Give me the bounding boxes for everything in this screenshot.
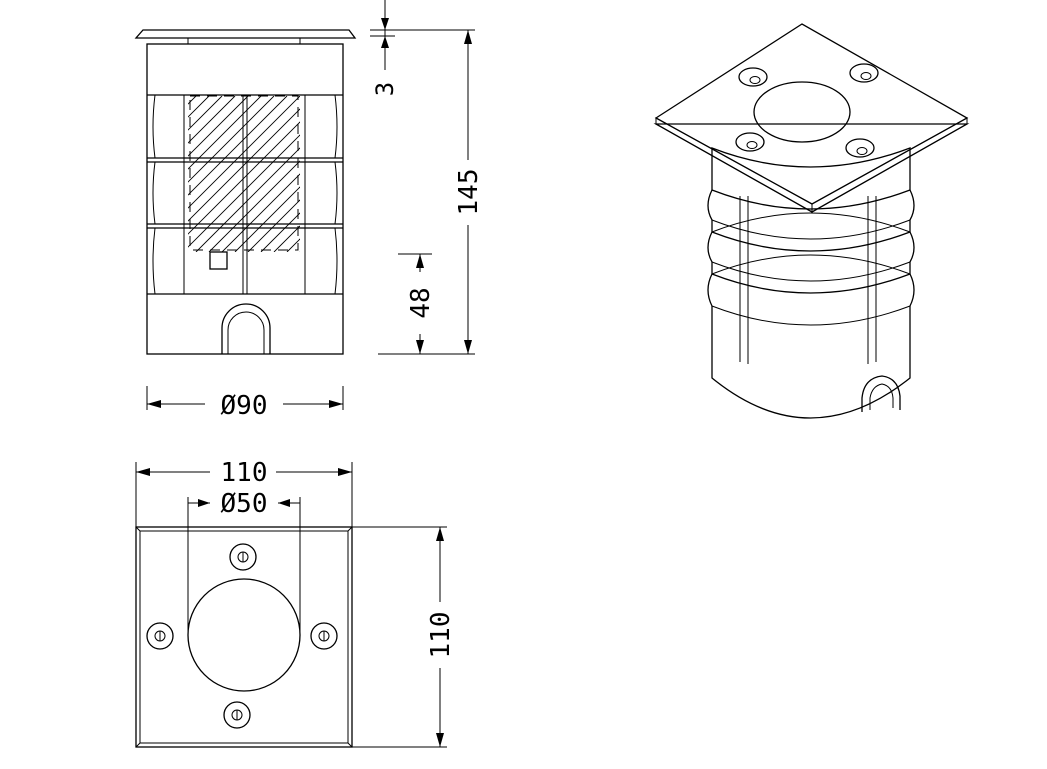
dim-total-height-label: 145 bbox=[454, 169, 484, 216]
hatch-line bbox=[188, 121, 300, 235]
hidden-lamp-outline bbox=[189, 95, 299, 251]
square-plate bbox=[135, 526, 353, 748]
side-elevation-view bbox=[0, 29, 521, 355]
hatch-line bbox=[195, 147, 300, 252]
center-cutout bbox=[187, 578, 301, 692]
dim-plate-width: 110 bbox=[135, 458, 353, 527]
iso-center-opening bbox=[753, 81, 851, 143]
hatch-line bbox=[208, 160, 300, 252]
base-cylinder bbox=[711, 306, 911, 419]
dim-total-height: 145 bbox=[378, 29, 484, 355]
cable-entry-slot bbox=[221, 303, 271, 354]
dim-body-diameter: Ø90 bbox=[146, 386, 344, 421]
screw-hole-left bbox=[146, 622, 174, 650]
hatch-line bbox=[188, 96, 262, 170]
screw-hole-right bbox=[310, 622, 338, 650]
dim-plate-depth: 110 bbox=[352, 526, 456, 748]
hatch-line bbox=[247, 199, 300, 252]
hatch-line bbox=[221, 173, 300, 252]
hatch-line bbox=[352, 96, 508, 252]
hatch-line bbox=[234, 186, 300, 252]
glass-hatching bbox=[0, 96, 521, 252]
middle-ring bbox=[707, 231, 915, 274]
dim-top-plate: 3 bbox=[370, 0, 399, 96]
hatch-line bbox=[188, 108, 300, 222]
iso-top-plate bbox=[654, 23, 969, 205]
hatch-line bbox=[1, 96, 157, 252]
top-flange bbox=[134, 29, 357, 39]
hatch-line bbox=[0, 96, 144, 252]
hatch-line bbox=[188, 96, 236, 144]
screw-hole-bottom bbox=[223, 701, 251, 729]
iso-cable-entry bbox=[861, 375, 901, 412]
hatch-line bbox=[273, 225, 300, 252]
dim-cable-height-label: 48 bbox=[406, 287, 436, 318]
upper-ring bbox=[707, 189, 915, 232]
isometric-view bbox=[653, 23, 970, 419]
hatch-line bbox=[188, 96, 300, 209]
plan-view bbox=[135, 526, 353, 748]
neck-cylinder bbox=[711, 147, 911, 190]
hatch-line bbox=[260, 212, 300, 252]
dim-body-diameter-label: Ø90 bbox=[221, 391, 268, 421]
iso-screw-holes bbox=[735, 63, 879, 158]
hatch-line bbox=[188, 96, 275, 183]
dim-cutout-diameter-label: Ø50 bbox=[221, 489, 268, 519]
hatch-line bbox=[365, 96, 521, 252]
hatch-line bbox=[188, 96, 288, 196]
lamp-socket bbox=[209, 251, 228, 270]
hatch-line bbox=[188, 96, 249, 157]
lower-ring bbox=[707, 273, 915, 307]
hatch-line bbox=[188, 96, 223, 131]
dim-cable-height: 48 bbox=[398, 253, 436, 354]
hatch-line bbox=[188, 134, 300, 248]
dim-cutout-diameter: Ø50 bbox=[187, 489, 301, 635]
dim-plate-depth-label: 110 bbox=[426, 612, 456, 659]
dim-top-plate-label: 3 bbox=[371, 82, 399, 96]
screw-hole-top bbox=[229, 543, 257, 571]
fixture-body bbox=[146, 43, 344, 355]
dim-plate-width-label: 110 bbox=[221, 458, 268, 488]
